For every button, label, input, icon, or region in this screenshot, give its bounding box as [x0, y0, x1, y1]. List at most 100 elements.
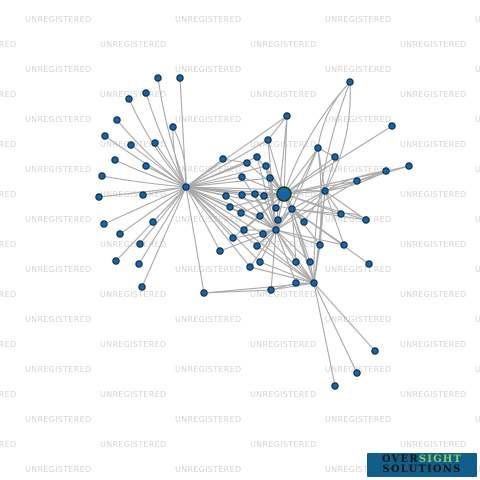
network-node[interactable]	[260, 192, 268, 200]
network-node[interactable]	[169, 123, 177, 131]
network-node[interactable]	[113, 116, 121, 124]
network-node[interactable]	[251, 190, 259, 198]
network-node[interactable]	[100, 220, 108, 228]
network-node[interactable]	[353, 369, 361, 377]
network-node[interactable]	[259, 230, 267, 238]
network-node[interactable]	[362, 216, 370, 224]
network-edge	[259, 229, 277, 263]
watermark-text: UNREGISTERED	[325, 465, 391, 474]
network-node[interactable]	[306, 258, 314, 266]
logo-line-2: SOLUTIONS	[382, 464, 462, 475]
network-edge	[185, 186, 205, 294]
watermark-text: UNREGISTERED	[0, 440, 16, 449]
network-node[interactable]	[256, 258, 264, 266]
watermark-text: UNREGISTERED	[400, 440, 466, 449]
network-node[interactable]	[136, 240, 144, 248]
focus-node[interactable]	[276, 186, 292, 202]
network-node[interactable]	[111, 156, 119, 164]
network-edge	[203, 289, 272, 294]
network-node[interactable]	[340, 241, 348, 249]
network-node[interactable]	[243, 159, 251, 167]
network-edge	[172, 126, 187, 188]
network-node[interactable]	[182, 183, 190, 191]
network-node[interactable]	[112, 257, 120, 265]
network-node[interactable]	[253, 242, 261, 250]
network-edge	[270, 229, 277, 291]
watermark-text: UNREGISTERED	[475, 415, 480, 424]
network-edge	[283, 147, 319, 195]
network-node[interactable]	[331, 382, 339, 390]
network-node[interactable]	[237, 209, 245, 217]
watermark-text: UNREGISTERED	[0, 340, 16, 349]
network-node[interactable]	[316, 241, 324, 249]
watermark-text: UNREGISTERED	[100, 290, 166, 299]
network-node[interactable]	[288, 205, 296, 213]
watermark-text: UNREGISTERED	[25, 65, 91, 74]
network-node[interactable]	[176, 74, 184, 82]
network-node[interactable]	[154, 74, 162, 82]
network-edge	[313, 147, 322, 284]
network-node[interactable]	[219, 155, 227, 163]
network-node[interactable]	[272, 226, 280, 234]
network-node[interactable]	[222, 192, 230, 200]
network-node[interactable]	[229, 234, 237, 242]
network-node[interactable]	[200, 289, 208, 297]
network-node[interactable]	[353, 177, 361, 185]
network-edge	[275, 229, 315, 284]
network-node[interactable]	[151, 139, 159, 147]
network-node[interactable]	[346, 78, 354, 86]
network-edge	[256, 245, 315, 284]
network-node[interactable]	[95, 193, 103, 201]
network-node[interactable]	[216, 247, 224, 255]
network-edge	[263, 195, 277, 231]
network-node[interactable]	[300, 218, 308, 226]
network-node[interactable]	[405, 162, 413, 170]
network-node[interactable]	[135, 260, 143, 268]
network-node[interactable]	[388, 122, 396, 130]
network-edge	[240, 193, 285, 214]
network-node[interactable]	[127, 141, 135, 149]
network-node[interactable]	[267, 286, 275, 294]
network-edge	[114, 159, 187, 188]
network-node[interactable]	[274, 216, 282, 224]
network-node[interactable]	[272, 204, 280, 212]
network-node[interactable]	[321, 187, 329, 195]
network-node[interactable]	[371, 347, 379, 355]
network-node[interactable]	[314, 144, 322, 152]
network-node[interactable]	[142, 162, 150, 170]
network-node[interactable]	[262, 162, 270, 170]
watermark-text: UNREGISTERED	[100, 40, 166, 49]
network-node[interactable]	[149, 218, 157, 226]
network-node[interactable]	[256, 212, 264, 220]
watermark-text: UNREGISTERED	[250, 290, 316, 299]
network-node[interactable]	[238, 173, 246, 181]
network-node[interactable]	[240, 226, 248, 234]
network-edge	[313, 282, 336, 387]
network-node[interactable]	[365, 260, 373, 268]
watermark-text: UNREGISTERED	[475, 15, 480, 24]
network-node[interactable]	[292, 279, 300, 287]
watermark-text: UNREGISTERED	[400, 240, 466, 249]
network-edge	[262, 233, 315, 284]
network-node[interactable]	[331, 153, 339, 161]
network-node[interactable]	[139, 191, 147, 199]
network-node[interactable]	[246, 263, 254, 271]
network-node[interactable]	[266, 174, 274, 182]
network-node[interactable]	[138, 283, 146, 291]
network-node[interactable]	[116, 230, 124, 238]
network-node[interactable]	[264, 136, 272, 144]
watermark-text: UNREGISTERED	[175, 415, 241, 424]
network-edge	[185, 177, 271, 188]
network-node[interactable]	[253, 153, 261, 161]
network-node[interactable]	[310, 279, 318, 287]
network-node[interactable]	[125, 95, 133, 103]
network-node[interactable]	[101, 132, 109, 140]
network-node[interactable]	[238, 191, 246, 199]
network-node[interactable]	[283, 112, 291, 120]
network-node[interactable]	[226, 203, 234, 211]
network-node[interactable]	[98, 172, 106, 180]
network-node[interactable]	[337, 210, 345, 218]
network-node[interactable]	[142, 89, 150, 97]
network-node[interactable]	[382, 167, 390, 175]
network-node[interactable]	[292, 258, 300, 266]
